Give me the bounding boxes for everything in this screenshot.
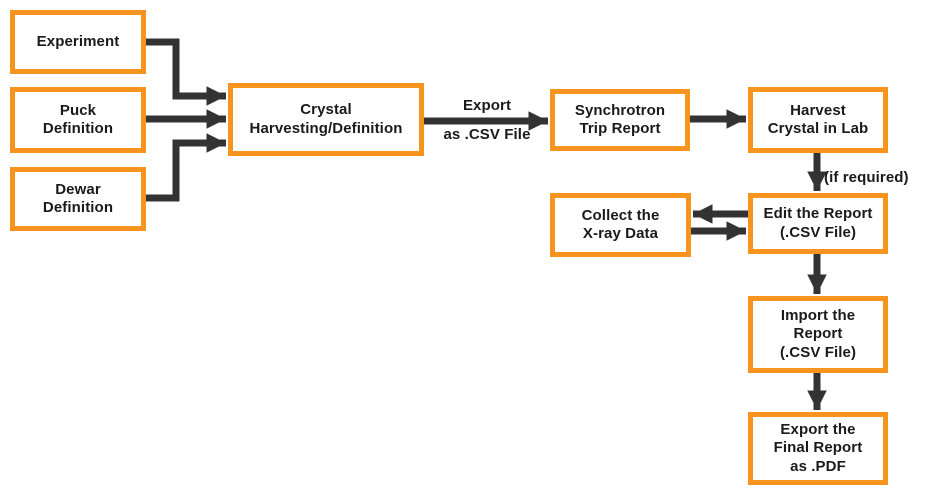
node-edit-report: Edit the Report (.CSV File) [748, 193, 888, 254]
node-label-dewar-definition: Dewar Definition [42, 180, 114, 216]
node-collect-xray-data: Collect the X-ray Data [550, 193, 691, 257]
node-label-harvest-crystal-in-lab: Harvest Crystal in Lab [767, 101, 869, 137]
node-label-export-final-report: Export the Final Report as .PDF [773, 421, 863, 475]
node-experiment: Experiment [10, 10, 146, 74]
node-label-synchrotron-trip-report: Synchrotron Trip Report [574, 101, 666, 137]
node-label-collect-xray-data: Collect the X-ray Data [581, 206, 660, 242]
arrow-dewar-to-crystal [146, 133, 227, 202]
node-export-final-report: Export the Final Report as .PDF [748, 412, 888, 485]
node-label-import-report: Import the Report (.CSV File) [779, 307, 857, 361]
node-puck-definition: Puck Definition [10, 87, 146, 153]
edge-label-if-required: (if required) [824, 169, 909, 186]
node-label-experiment: Experiment [36, 32, 120, 50]
node-label-edit-report: Edit the Report (.CSV File) [763, 205, 873, 241]
node-dewar-definition: Dewar Definition [10, 167, 146, 231]
arrow-experiment-to-crystal [146, 38, 227, 106]
node-label-crystal-harvesting: Crystal Harvesting/Definition [249, 101, 403, 137]
node-synchrotron-trip-report: Synchrotron Trip Report [550, 89, 690, 151]
edge-label-export: Export [462, 97, 512, 114]
edge-label-as-csv-file: as .CSV File [443, 126, 531, 143]
node-label-puck-definition: Puck Definition [42, 101, 114, 137]
node-import-report: Import the Report (.CSV File) [748, 296, 888, 373]
node-harvest-crystal-in-lab: Harvest Crystal in Lab [748, 87, 888, 153]
node-crystal-harvesting: Crystal Harvesting/Definition [228, 83, 424, 156]
